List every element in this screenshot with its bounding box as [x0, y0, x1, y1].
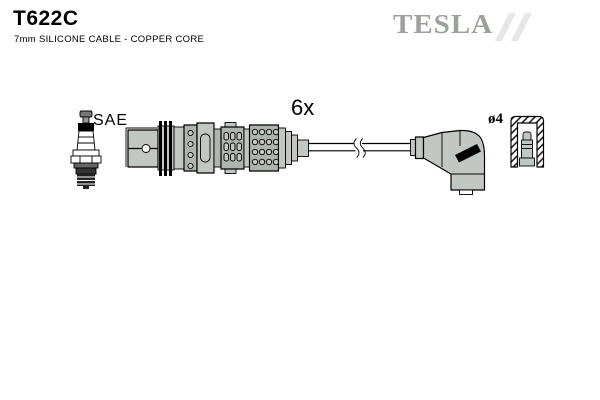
- logo-watermark-icon: [495, 13, 532, 41]
- spark-plug-boot-drawing: [410, 129, 486, 195]
- quantity-label: 6x: [291, 95, 315, 120]
- part-number-title: T622C: [13, 7, 79, 30]
- sae-terminal-label: SAE: [93, 112, 129, 129]
- cable-drawing: [308, 138, 411, 159]
- tesla-logo: TESLA: [393, 9, 494, 40]
- diameter-label: ø4: [488, 111, 503, 127]
- terminal-cap-cross-section-drawing: [510, 115, 545, 168]
- spark-plug-icon: [70, 110, 102, 189]
- coil-end-connector-drawing: [125, 121, 309, 176]
- product-description: 7mm SILICONE CABLE - COPPER CORE: [14, 34, 205, 45]
